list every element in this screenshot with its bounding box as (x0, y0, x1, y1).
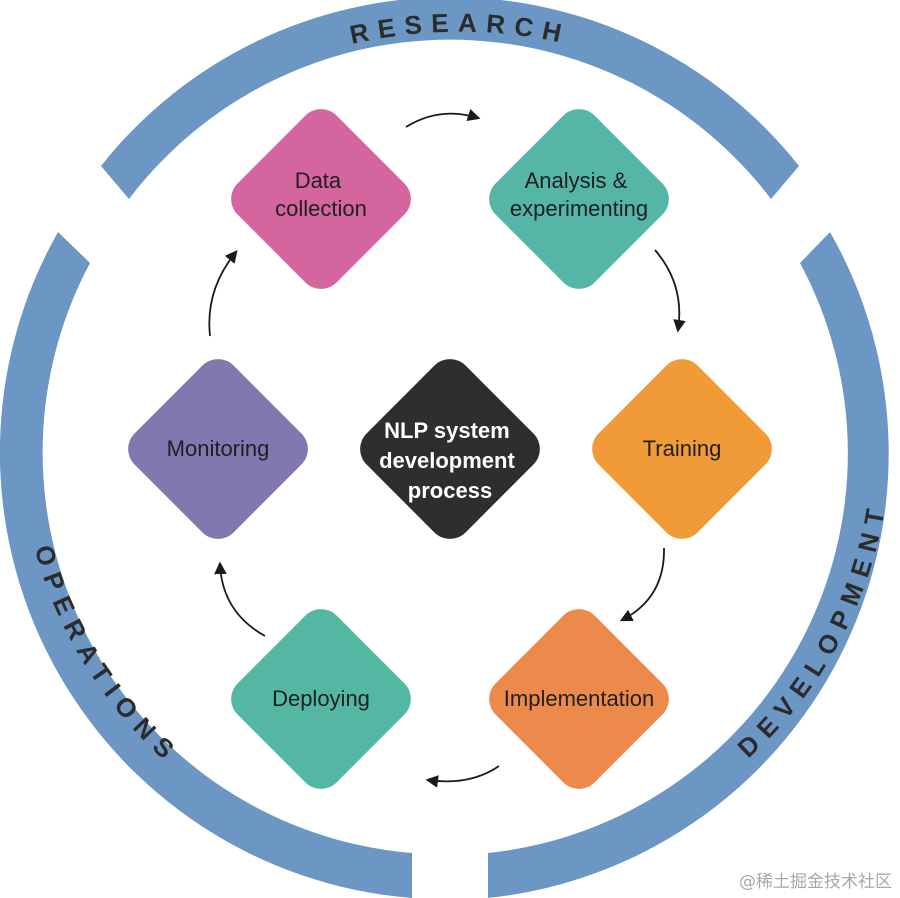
deploying-label: Deploying (272, 686, 370, 711)
training-diamond (592, 359, 772, 539)
deploying-diamond (231, 609, 411, 789)
center-label: NLP system development process (379, 418, 521, 503)
arrow-analysis-to-training (654, 249, 686, 333)
watermark: @稀土掘金技术社区 (739, 872, 892, 892)
step-deploying: Deploying (231, 609, 411, 789)
monitoring-label: Monitoring (167, 436, 270, 461)
arrow-implementation-to-deploying (425, 765, 500, 788)
step-analysis: Analysis & experimenting (489, 109, 669, 289)
cycle-arrows (208, 108, 686, 788)
center-diamond (360, 359, 540, 539)
data-collection-label: Data collection (275, 168, 367, 221)
analysis-label: Analysis & experimenting (510, 168, 648, 221)
arrow-collection-to-analysis (405, 108, 481, 128)
center-process: NLP system development process (360, 359, 540, 539)
arrow-training-to-implementation (619, 547, 665, 622)
research-band (101, 0, 799, 199)
step-monitoring: Monitoring (128, 359, 308, 539)
step-training: Training (592, 359, 772, 539)
implementation-label: Implementation (504, 686, 654, 711)
step-data-collection: Data collection (231, 109, 411, 289)
development-band (488, 232, 889, 898)
arrow-deploying-to-monitoring (214, 561, 266, 637)
step-implementation: Implementation (489, 609, 669, 789)
operations-band (0, 232, 412, 898)
arrow-monitoring-to-collection (208, 250, 238, 337)
data-collection-diamond (231, 109, 411, 289)
analysis-diamond (489, 109, 669, 289)
training-label: Training (643, 436, 722, 461)
implementation-diamond (489, 609, 669, 789)
monitoring-diamond (128, 359, 308, 539)
